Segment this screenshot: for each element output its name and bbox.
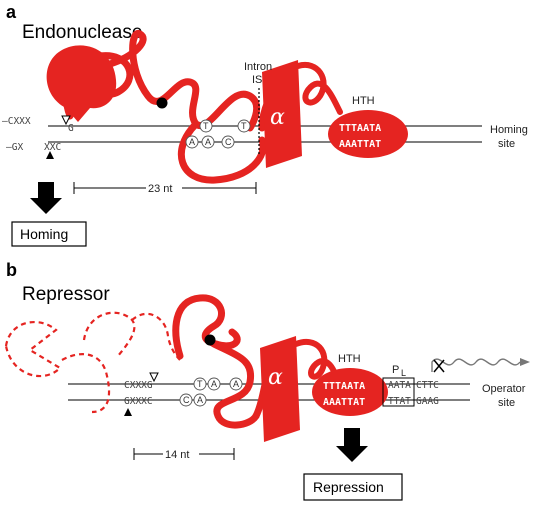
homing-site-label-2-a: site bbox=[498, 138, 515, 150]
circled-base-top-right-a bbox=[237, 119, 251, 133]
top-seq-b: CXXXG bbox=[124, 380, 153, 391]
hth-loop-b bbox=[293, 339, 341, 389]
panel-a: a Endonuclease α TTTAATA AAATTAT HTH Int… bbox=[2, 2, 528, 247]
helix-body-a bbox=[262, 60, 302, 168]
homing-site-label-a: Homing bbox=[490, 124, 528, 136]
endonuclease-ribbon-a bbox=[62, 30, 261, 132]
hth-loop-a bbox=[295, 61, 343, 115]
circled-base-top-a bbox=[199, 119, 213, 133]
bottom-cleavage-marker-b bbox=[124, 408, 132, 416]
homing-box bbox=[11, 221, 87, 247]
promoter-sub-label-b: L bbox=[401, 368, 406, 378]
circled-base-bottom-3-a bbox=[221, 135, 235, 149]
repression-box bbox=[303, 473, 403, 501]
panel-b-title: Repressor bbox=[22, 284, 110, 305]
repression-box-label: Repression bbox=[313, 479, 384, 495]
missing-loop-2-b bbox=[61, 353, 111, 414]
circled-base-top-2-b bbox=[207, 377, 221, 391]
circled-base-bottom-2-b bbox=[193, 393, 207, 407]
circled-bases-b: T A A C A bbox=[179, 377, 243, 407]
circled-base-bottom-1-text-b: C bbox=[183, 395, 190, 405]
promoter-box-b bbox=[382, 377, 415, 407]
catalytic-domain-a bbox=[46, 45, 117, 122]
intron-is-label-a: IS bbox=[252, 74, 262, 86]
circled-bases-a: T T A A C bbox=[185, 119, 251, 149]
circled-base-bottom-2-a bbox=[201, 135, 215, 149]
top-left-seq-a: –CXXX bbox=[2, 116, 31, 127]
circled-base-top-1-b bbox=[193, 377, 207, 391]
missing-loop-1-b bbox=[82, 311, 136, 357]
blocked-transcript-b bbox=[431, 358, 530, 373]
circled-base-bottom-2-text-a: A bbox=[205, 137, 211, 147]
block-cross-2-b bbox=[433, 359, 445, 373]
helix-alpha-label-b: α bbox=[268, 365, 283, 390]
hth-label-a: HTH bbox=[352, 95, 375, 107]
circled-base-bottom-3-text-a: C bbox=[225, 137, 232, 147]
spacing-label-b: 14 nt bbox=[165, 449, 189, 461]
promoter-label-b: P bbox=[392, 364, 399, 376]
missing-linker-b bbox=[131, 312, 181, 361]
lower-loop-b bbox=[210, 340, 260, 429]
spacing-bracket-a: 23 nt bbox=[73, 180, 257, 195]
hth-top-seq-b: TTTAATA bbox=[323, 381, 365, 392]
lower-loop-a bbox=[177, 120, 267, 184]
operator-site-label-2-b: site bbox=[498, 397, 515, 409]
metal-ion-dot-a bbox=[156, 97, 168, 109]
spacing-label-bg-b bbox=[163, 446, 199, 460]
transcript-wave-b bbox=[431, 358, 521, 372]
spacing-bracket-b: 14 nt bbox=[133, 446, 235, 461]
panel-a-letter: a bbox=[6, 2, 17, 22]
repressor-ribbon-b bbox=[172, 294, 241, 360]
helix-body-b bbox=[260, 336, 300, 442]
bottom-left-seq-a: –GX bbox=[6, 142, 23, 153]
circled-base-bottom-1-a bbox=[185, 135, 199, 149]
circled-base-bottom-1-text-a: A bbox=[189, 137, 195, 147]
hth-bottom-seq-b: AAATTAT bbox=[323, 397, 365, 408]
outcome-arrow-a bbox=[30, 182, 62, 214]
circled-base-top-3-text-b: A bbox=[233, 379, 239, 389]
circled-base-top-text-a: T bbox=[203, 121, 209, 131]
panel-b: b Repressor α TTTAATA AAATTAT HTH P L AA… bbox=[4, 260, 530, 501]
top-cut-base-a: G bbox=[68, 123, 74, 134]
pl-bottom-seq-b: TTAT bbox=[388, 396, 411, 407]
after-bottom-seq-b: GAAG bbox=[416, 396, 439, 407]
spacing-label-a: 23 nt bbox=[148, 183, 172, 195]
bottom-right-seq-a: XXC bbox=[44, 142, 61, 153]
spacing-label-bg-a bbox=[146, 180, 182, 194]
pl-top-seq-b: AATA bbox=[388, 380, 411, 391]
homing-box-label: Homing bbox=[20, 226, 68, 242]
alpha-helix-b: α bbox=[260, 336, 300, 442]
hth-bottom-seq-a: AAATTAT bbox=[339, 139, 381, 150]
transcript-arrowhead-b bbox=[520, 358, 530, 366]
top-cleavage-marker-b bbox=[149, 372, 159, 383]
hth-top-seq-a: TTTAATA bbox=[339, 123, 381, 134]
bottom-cleavage-marker-a bbox=[46, 151, 54, 159]
helix-alpha-label-a: α bbox=[270, 105, 285, 130]
metal-ion-dot-b bbox=[204, 334, 216, 346]
alpha-helix-a: α bbox=[262, 60, 302, 168]
top-cleavage-marker-a bbox=[61, 115, 71, 126]
circled-base-bottom-1-b bbox=[179, 393, 193, 407]
circled-base-bottom-2-text-b: A bbox=[197, 395, 203, 405]
outcome-arrow-b bbox=[336, 428, 368, 462]
circled-base-top-3-b bbox=[229, 377, 243, 391]
hth-domain-b bbox=[312, 368, 388, 416]
circled-base-top-1-text-b: T bbox=[197, 379, 203, 389]
missing-catalytic-domain-b bbox=[4, 321, 62, 378]
circled-base-top-2-text-b: A bbox=[211, 379, 217, 389]
panel-b-letter: b bbox=[6, 260, 17, 280]
operator-site-label-b: Operator bbox=[482, 383, 526, 395]
circled-base-top-right-text-a: T bbox=[241, 121, 247, 131]
bottom-seq-b: GXXXC bbox=[124, 396, 153, 407]
panel-a-title: Endonuclease bbox=[22, 22, 142, 43]
hth-domain-a bbox=[328, 110, 408, 158]
after-top-seq-b: CTTC bbox=[416, 380, 439, 391]
hth-label-b: HTH bbox=[338, 353, 361, 365]
intron-label-a: Intron bbox=[244, 61, 272, 73]
